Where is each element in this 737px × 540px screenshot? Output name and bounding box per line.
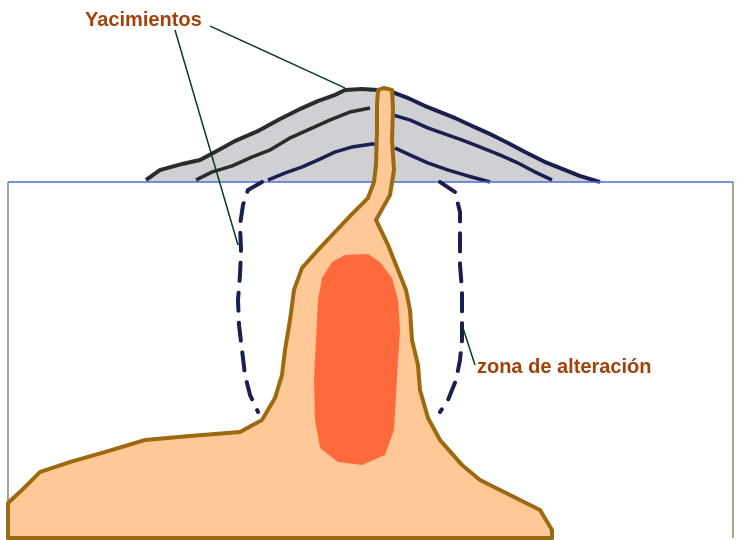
magma-chamber-core xyxy=(314,254,400,465)
volcano-cone xyxy=(146,88,600,182)
cross-section-frame xyxy=(7,182,734,538)
lava-layer-middle xyxy=(195,106,371,182)
deposits-label: Yacimientos xyxy=(85,9,202,31)
lava-layer-lower xyxy=(267,142,385,182)
deposits-leader-line-1 xyxy=(209,25,346,89)
alteration-zone-label: zona de alteración xyxy=(477,356,652,378)
alteration-zone-right xyxy=(438,180,464,414)
deposits-leader-line-2 xyxy=(174,29,239,246)
lava-layer-middle-right xyxy=(392,113,553,182)
lava-layer-lower-right xyxy=(394,146,491,184)
alteration-zone-left xyxy=(235,180,264,414)
lava-layer-upper xyxy=(144,87,379,182)
lava-layer-upper-right xyxy=(391,90,601,184)
alteration-leader-line xyxy=(462,327,476,366)
intrusion-body xyxy=(6,86,554,540)
